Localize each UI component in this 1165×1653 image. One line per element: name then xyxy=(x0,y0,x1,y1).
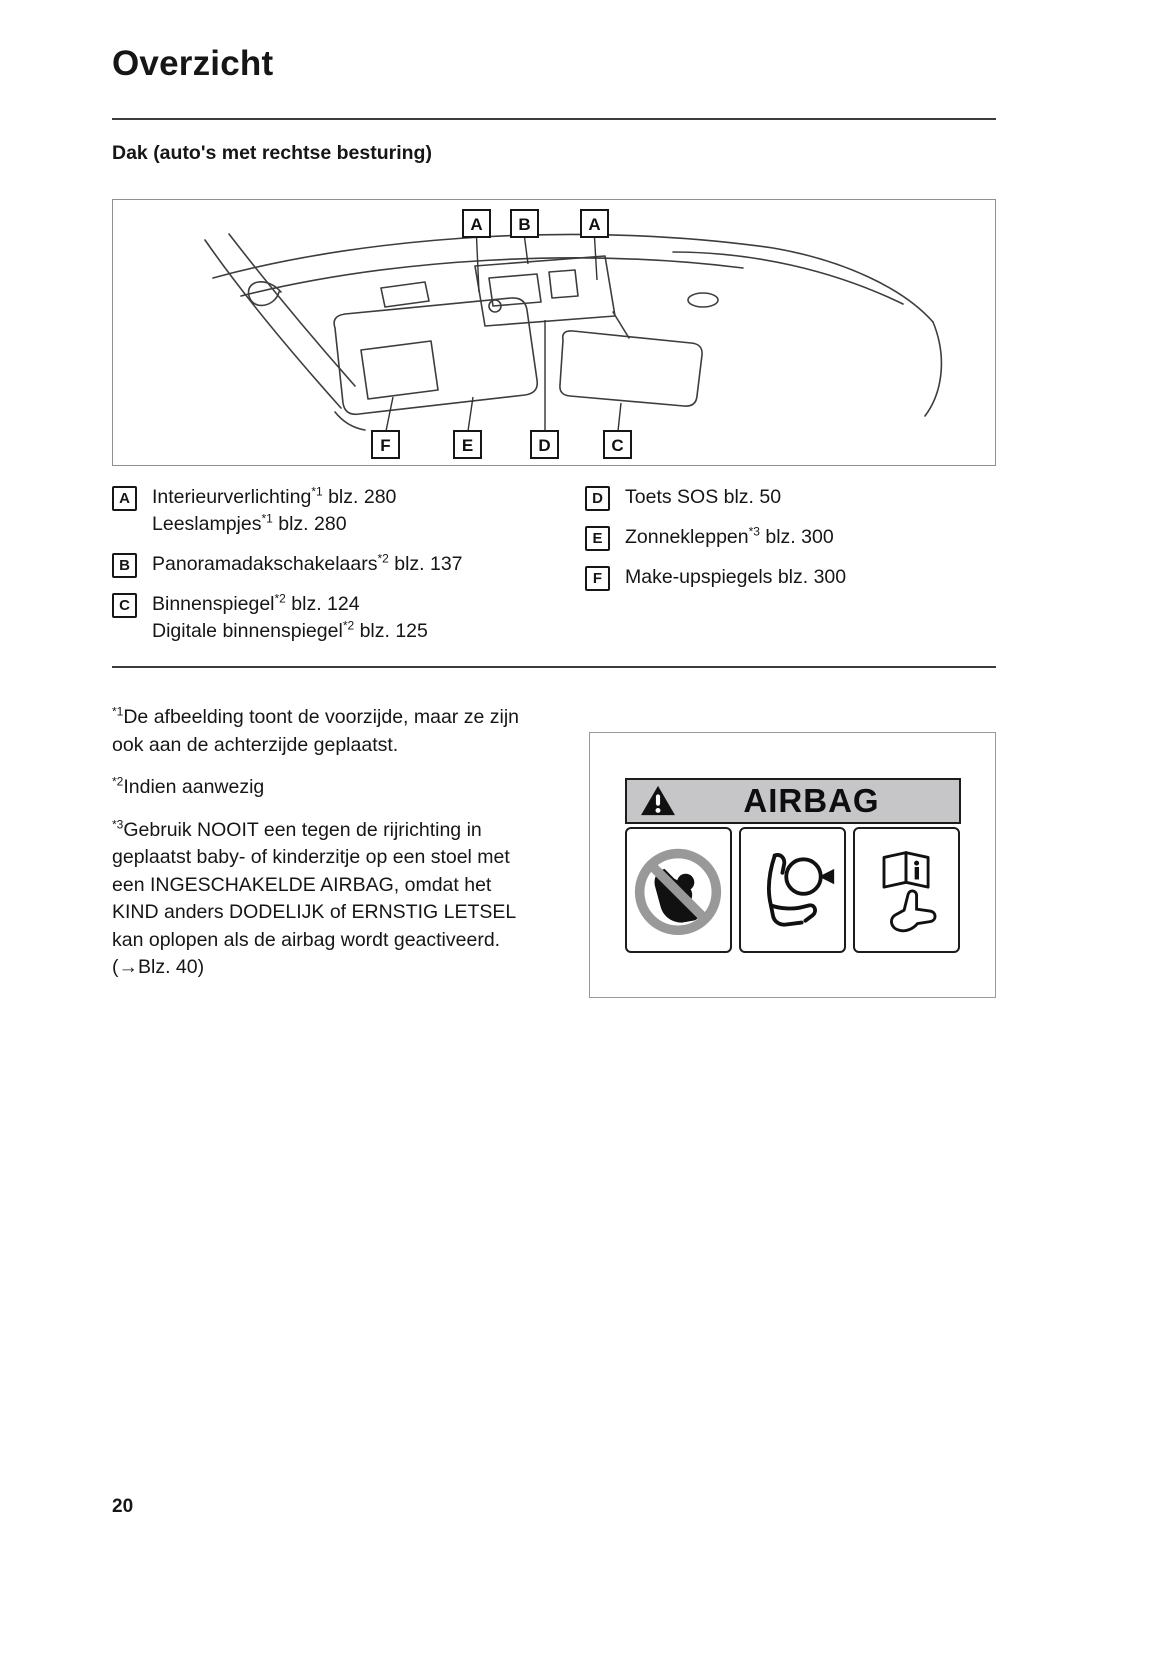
callout-letter: F xyxy=(380,436,390,455)
legend-line: Make-upspiegels blz. 300 xyxy=(625,566,847,588)
callout-leader-lines xyxy=(385,236,622,432)
legend-line: Binnenspiegel*2 blz. 124 xyxy=(152,591,360,616)
footnote-marker: *3 xyxy=(112,817,124,831)
callout-letter: A xyxy=(588,215,600,234)
footnote-marker: *2 xyxy=(377,551,389,566)
legend-line: Leeslampjes*1 blz. 280 xyxy=(152,511,347,536)
airbag-warning-panel: AIRBAG xyxy=(589,732,996,998)
legend-column-right: D Toets SOS blz. 50 E Zonnekleppen*3 blz… xyxy=(585,484,996,658)
footnote-marker: *2 xyxy=(274,591,286,606)
legend-line: Toets SOS blz. 50 xyxy=(625,486,782,508)
airbag-label-header: AIRBAG xyxy=(624,777,961,824)
callout-label-a-top-left: A xyxy=(462,209,491,238)
footnote-2: *2Indien aanwezig xyxy=(112,774,265,799)
footnote-marker: *3 xyxy=(748,524,760,539)
callout-letter: E xyxy=(462,436,473,455)
callout-label-d: D xyxy=(530,430,559,459)
legend-item-f: F Make-upspiegels blz. 300 xyxy=(585,564,996,591)
page-number: 20 xyxy=(112,1496,134,1517)
legend-key-a: A xyxy=(112,486,137,511)
manual-page: Overzicht Dak (auto's met rechtse bestur… xyxy=(112,0,996,998)
no-rear-facing-child-seat-icon xyxy=(624,826,732,953)
airbag-title: AIRBAG xyxy=(743,781,880,819)
legend-item-d: D Toets SOS blz. 50 xyxy=(585,484,996,511)
footnote-1: *1De afbeelding toont de voorzijde, maar… xyxy=(112,704,519,756)
roof-outline-sketch xyxy=(204,233,943,431)
callout-label-c: C xyxy=(603,430,632,459)
legend-column-left: A Interieurverlichting*1 blz. 280 Leesla… xyxy=(112,484,585,658)
footnote-marker: *2 xyxy=(342,618,355,633)
callout-label-a-top-right: A xyxy=(580,209,609,238)
legend-item-a: A Interieurverlichting*1 blz. 280 Leesla… xyxy=(112,484,585,538)
roof-diagram-illustration: A B A F E D xyxy=(204,209,943,459)
legend-line: Digitale binnenspiegel*2 blz. 125 xyxy=(152,618,428,643)
callout-letter: D xyxy=(538,436,550,455)
airbag-deployment-icon xyxy=(738,826,847,953)
warning-triangle-icon xyxy=(640,785,675,815)
divider xyxy=(112,118,996,120)
legend-line: Interieurverlichting*1 blz. 280 xyxy=(152,484,397,509)
callout-letter: B xyxy=(518,215,530,234)
footnote-marker: *1 xyxy=(112,704,124,719)
legend-key-e: E xyxy=(585,526,610,551)
divider xyxy=(112,666,996,668)
airbag-pictogram-row xyxy=(624,826,961,953)
footnote-marker: *1 xyxy=(311,484,323,499)
footnote-marker: *2 xyxy=(112,774,124,789)
sun-visor-sketch xyxy=(333,297,539,416)
legend-item-e: E Zonnekleppen*3 blz. 300 xyxy=(585,524,996,551)
section-heading: Dak (auto's met rechtse besturing) xyxy=(112,142,432,164)
legend-item-b: B Panoramadakschakelaars*2 blz. 137 xyxy=(112,551,585,578)
footnote-marker: *1 xyxy=(261,511,273,526)
legend-item-c: C Binnenspiegel*2 blz. 124 Digitale binn… xyxy=(112,591,585,645)
legend-key-b: B xyxy=(112,553,137,578)
footnote-3: *3Gebruik NOOIT een tegen de rijrichting… xyxy=(112,817,516,978)
callout-letter: A xyxy=(470,215,482,234)
legend-line: Zonnekleppen*3 blz. 300 xyxy=(625,524,834,549)
legend-line: Panoramadakschakelaars*2 blz. 137 xyxy=(152,551,463,576)
read-manual-icon xyxy=(853,826,961,953)
callout-label-b: B xyxy=(510,209,539,238)
callout-letter: C xyxy=(611,436,623,455)
page-title: Overzicht xyxy=(112,44,274,83)
overhead-console-sketch xyxy=(474,255,630,339)
footnotes: *1De afbeelding toont de voorzijde, maar… xyxy=(112,704,520,998)
legend-key-f: F xyxy=(585,566,610,591)
airbag-label: AIRBAG xyxy=(624,777,961,953)
legend: A Interieurverlichting*1 blz. 280 Leesla… xyxy=(112,484,996,658)
callout-label-e: E xyxy=(453,430,482,459)
roof-diagram-panel: A B A F E D xyxy=(112,199,996,466)
legend-key-c: C xyxy=(112,593,137,618)
lower-section: *1De afbeelding toont de voorzijde, maar… xyxy=(112,704,996,998)
callout-label-f: F xyxy=(371,430,400,459)
legend-key-d: D xyxy=(585,486,610,511)
interior-mirror-sketch xyxy=(559,330,703,407)
